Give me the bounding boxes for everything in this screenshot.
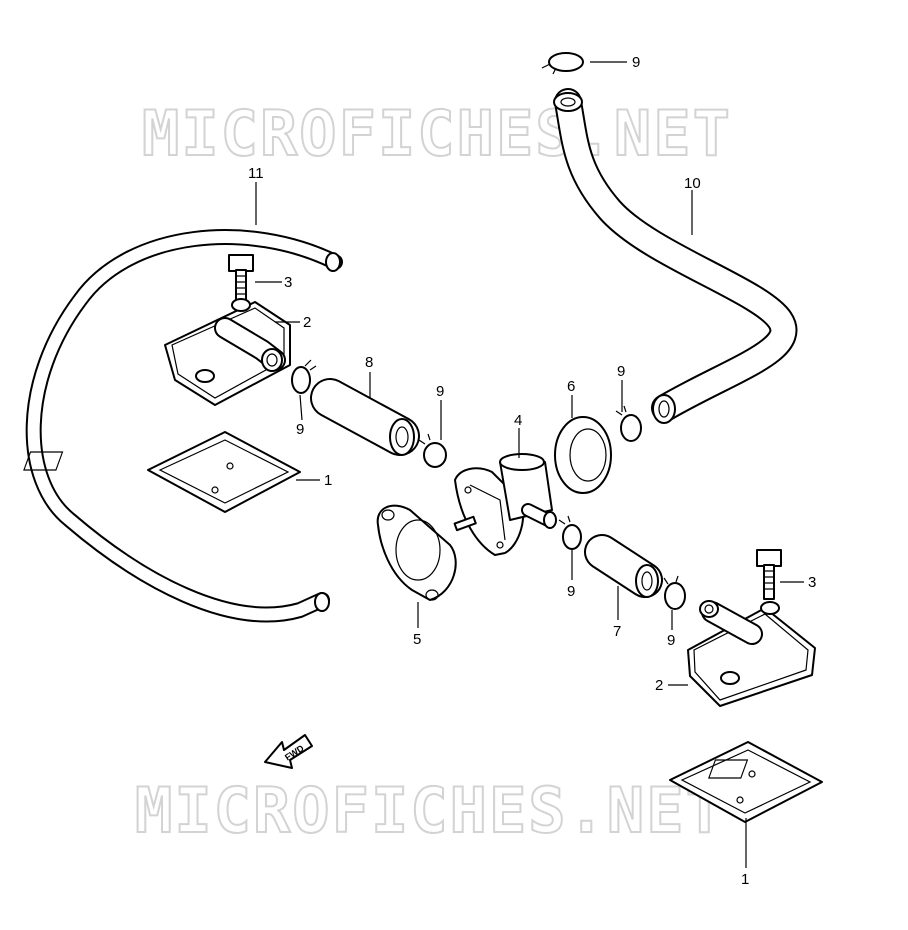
callout-6: 6 <box>567 378 575 395</box>
callout-9-c: 9 <box>617 363 625 380</box>
seal-6 <box>554 416 612 494</box>
watermark-bottom: MICROFICHES.NET <box>135 774 725 847</box>
callout-10: 10 <box>684 175 701 192</box>
clamp-9-right <box>615 405 642 442</box>
callout-1-right: 1 <box>741 871 749 888</box>
callout-9-a: 9 <box>296 421 304 438</box>
fwd-arrow: FWD <box>264 734 313 769</box>
clamp-9-right-lower <box>663 575 686 610</box>
callout-8: 8 <box>365 354 373 371</box>
callout-7: 7 <box>613 623 621 640</box>
bolt-3-left <box>228 254 254 305</box>
hose-11 <box>25 229 343 623</box>
callout-11: 11 <box>248 165 264 182</box>
hose-7 <box>584 534 663 598</box>
cover-2-right <box>687 600 816 707</box>
reed-plate-1-right <box>669 741 823 823</box>
callout-3-right: 3 <box>808 574 816 591</box>
callout-5: 5 <box>413 631 421 648</box>
callout-3-left: 3 <box>284 274 292 291</box>
callout-2-right: 2 <box>655 677 663 694</box>
hose-8 <box>310 378 420 456</box>
callout-2-left: 2 <box>303 314 311 331</box>
bolt-3-right <box>756 549 782 600</box>
callout-9-top: 9 <box>632 54 640 71</box>
callout-9-f: 9 <box>667 632 675 649</box>
callout-9-b: 9 <box>436 383 444 400</box>
cover-2-left <box>164 298 291 406</box>
clamp-9-lower <box>558 515 582 550</box>
callout-4: 4 <box>514 412 522 429</box>
hose-10 <box>553 88 798 424</box>
leader-lines <box>255 61 804 868</box>
reed-plate-1-left <box>23 431 301 513</box>
clamp-9-left <box>291 359 317 394</box>
gasket-5 <box>376 504 457 601</box>
clamp-9-top <box>541 52 584 75</box>
callout-1-left: 1 <box>324 472 332 489</box>
callout-9-e: 9 <box>567 583 575 600</box>
watermark-top: MICROFICHES.NET <box>142 97 732 170</box>
valve-4 <box>453 453 557 556</box>
clamp-9-mid <box>418 433 447 468</box>
